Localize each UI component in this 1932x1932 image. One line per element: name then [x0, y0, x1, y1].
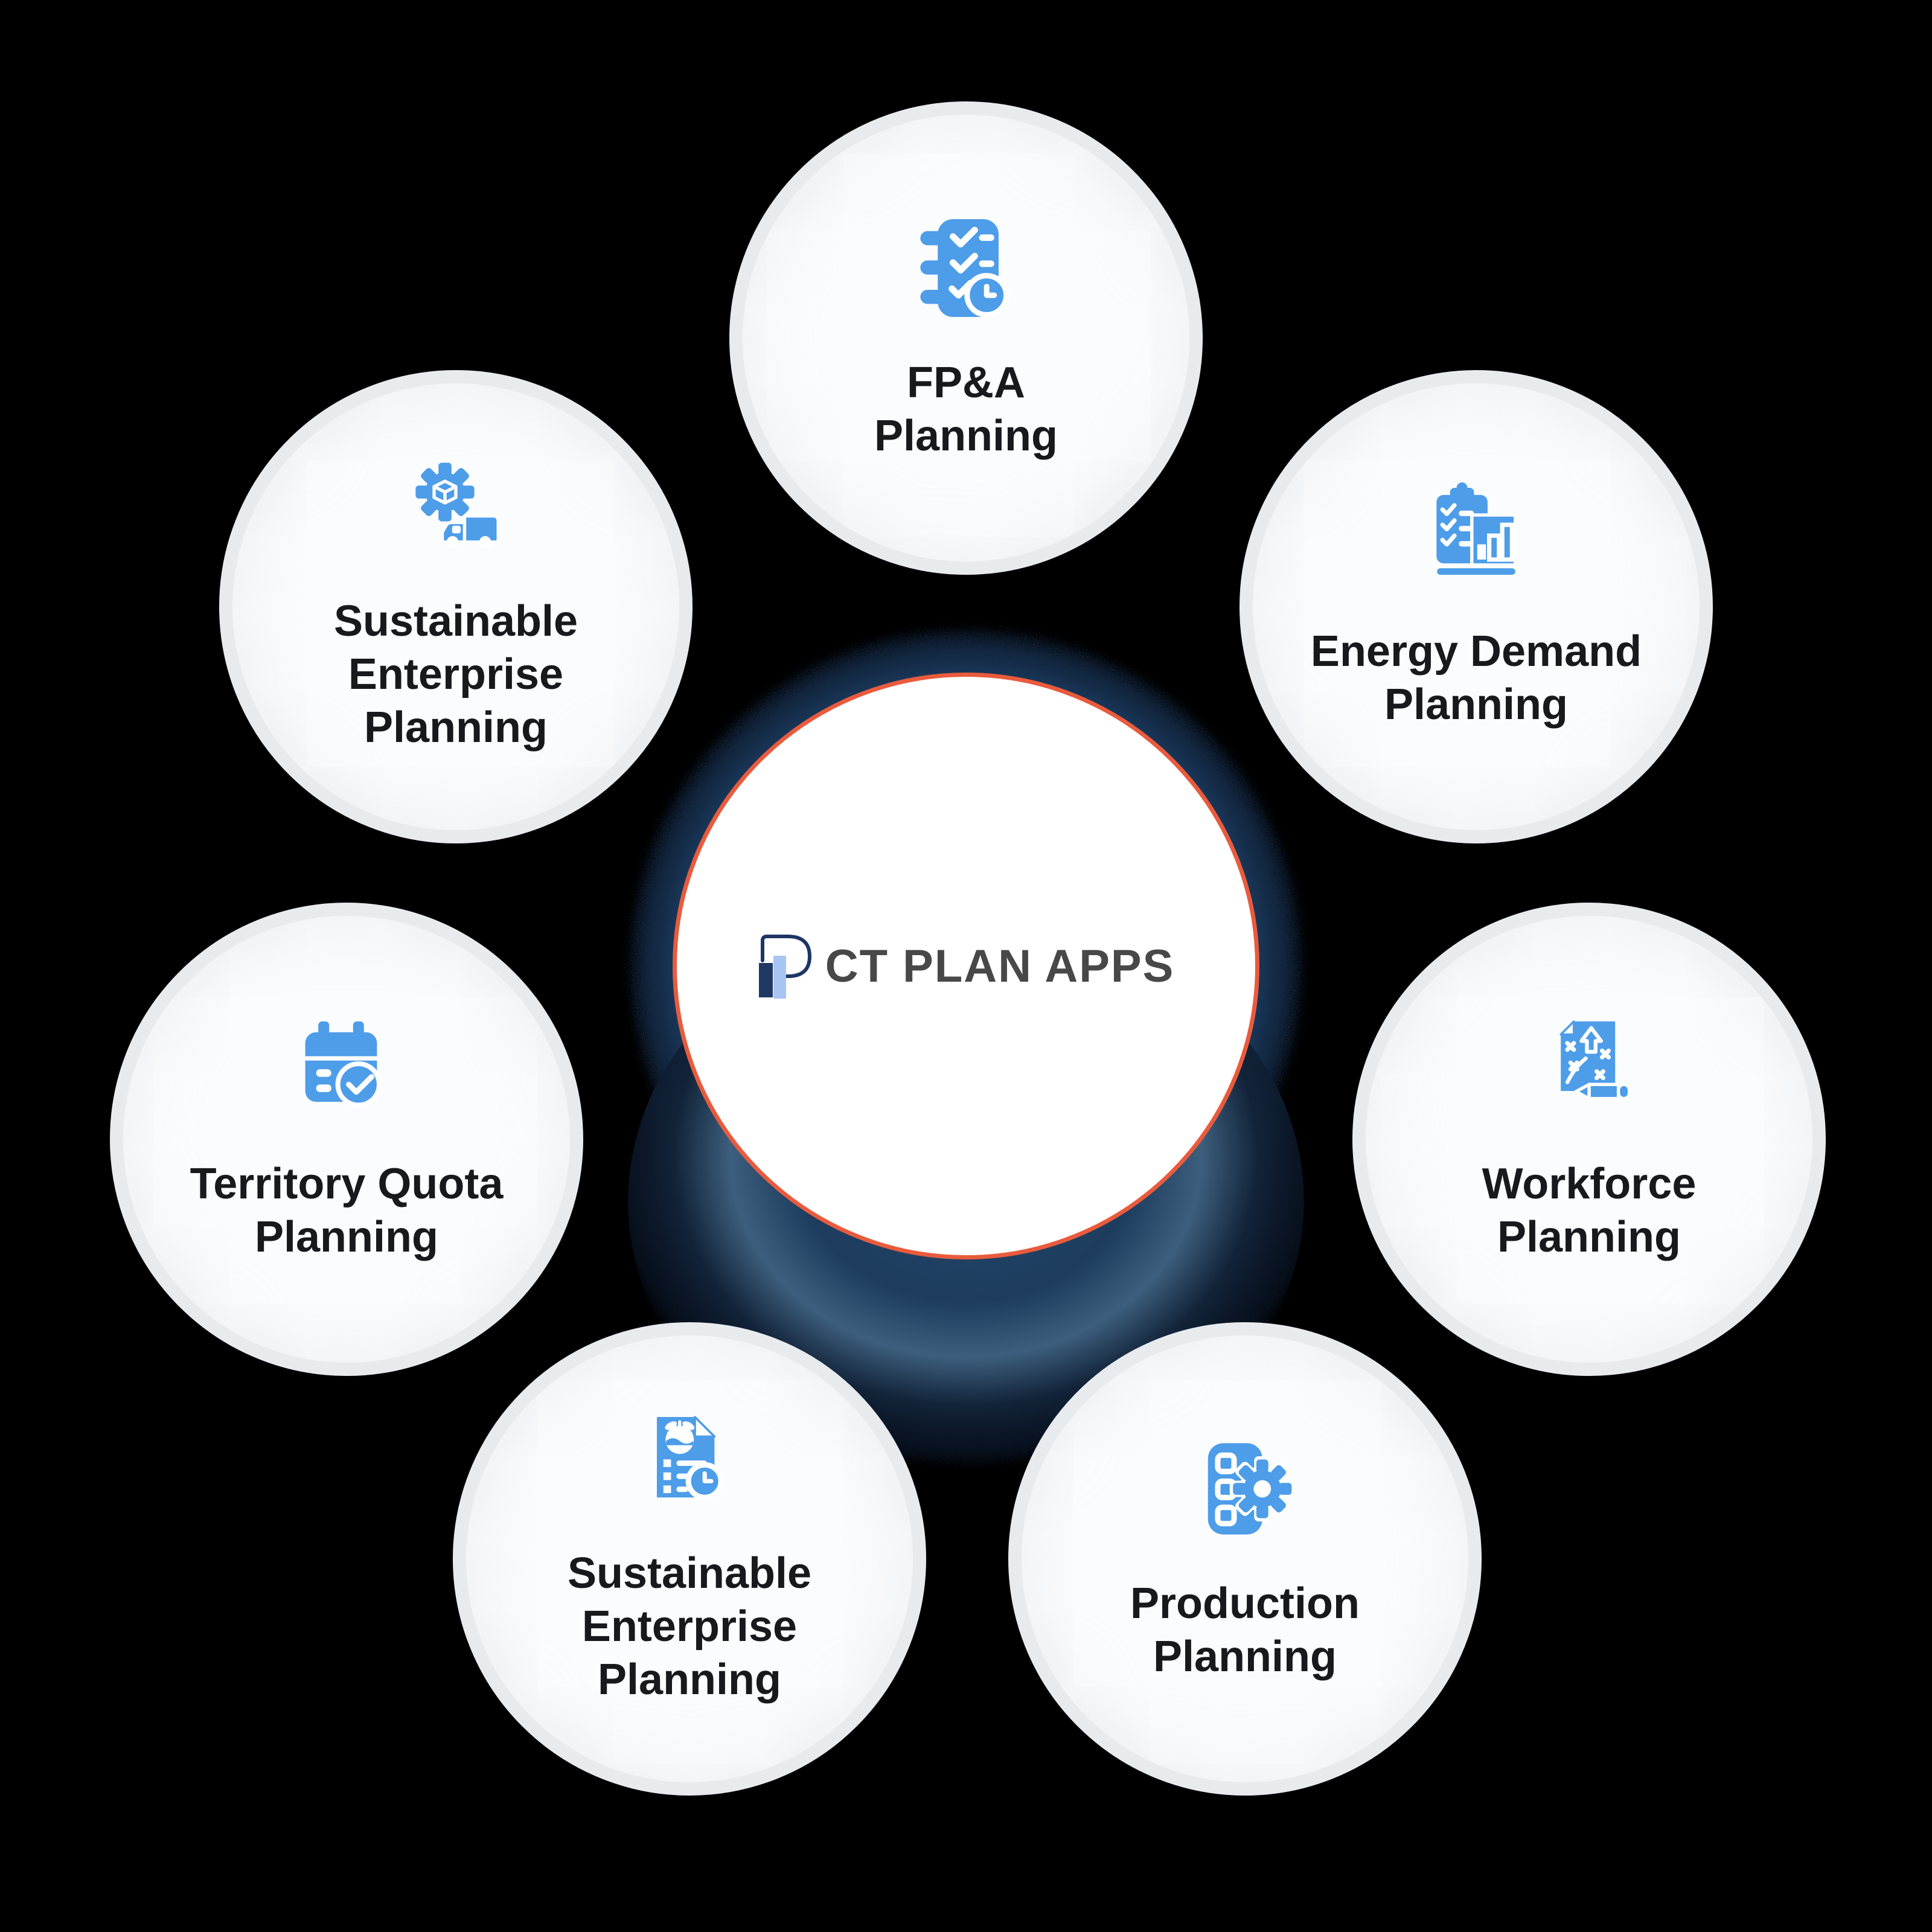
- node-label: Workforce Planning: [1482, 1157, 1697, 1264]
- clipboard-chart-icon: [1433, 482, 1517, 575]
- node-label-line: Energy Demand: [1310, 627, 1642, 676]
- node-label: Sustainable Enterprise Planning: [568, 1547, 811, 1706]
- node-sustainable-enterprise-planning-top: Sustainable Enterprise Planning: [219, 370, 693, 843]
- list-gear-icon: [1208, 1443, 1295, 1535]
- strategy-map-icon: [1559, 1020, 1631, 1101]
- node-label-line: FP&A: [907, 359, 1025, 407]
- hub-circle: CT PLAN APPS: [673, 673, 1259, 1259]
- node-workforce-planning: Workforce Planning: [1352, 903, 1826, 1376]
- node-label-line: Planning: [874, 412, 1058, 460]
- node-label: Territory Quota Planning: [190, 1157, 504, 1264]
- node-label-line: Planning: [364, 703, 548, 752]
- brand-p-icon: [758, 935, 811, 999]
- node-label: Energy Demand Planning: [1311, 625, 1642, 731]
- checklist-clock-icon: [920, 219, 1009, 318]
- node-label: FP&A Planning: [874, 356, 1058, 462]
- node-label: Sustainable Enterprise Planning: [334, 595, 578, 754]
- node-label: Production Planning: [1130, 1577, 1360, 1683]
- node-territory-quota-planning: Territory Quota Planning: [110, 903, 583, 1376]
- node-label-line: Territory Quota: [190, 1160, 504, 1208]
- node-sustainable-enterprise-planning-bottom: Sustainable Enterprise Planning: [453, 1322, 926, 1796]
- node-label-line: Planning: [1153, 1633, 1337, 1681]
- node-label-line: Enterprise: [581, 1602, 798, 1651]
- node-label-line: Planning: [1384, 680, 1568, 729]
- node-label-line: Workforce: [1482, 1160, 1697, 1208]
- node-energy-demand-planning: Energy Demand Planning: [1239, 370, 1713, 843]
- node-label-line: Enterprise: [348, 650, 564, 699]
- node-label-line: Planning: [1497, 1213, 1681, 1261]
- node-label-line: Sustainable: [333, 597, 578, 645]
- document-plant-clock-icon: [657, 1416, 724, 1500]
- node-label-line: Planning: [254, 1213, 438, 1261]
- node-label-line: Planning: [598, 1655, 781, 1704]
- node-label-line: Sustainable: [567, 1549, 812, 1598]
- node-label-line: Production: [1130, 1579, 1360, 1628]
- brand-text: CT PLAN APPS: [825, 940, 1175, 992]
- node-production-planning: Production Planning: [1008, 1322, 1482, 1796]
- gear-truck-icon: [415, 462, 500, 548]
- node-fpa-planning: FP&A Planning: [729, 101, 1203, 575]
- calendar-check-icon: [305, 1021, 382, 1108]
- brand-logo: CT PLAN APPS: [758, 933, 1175, 999]
